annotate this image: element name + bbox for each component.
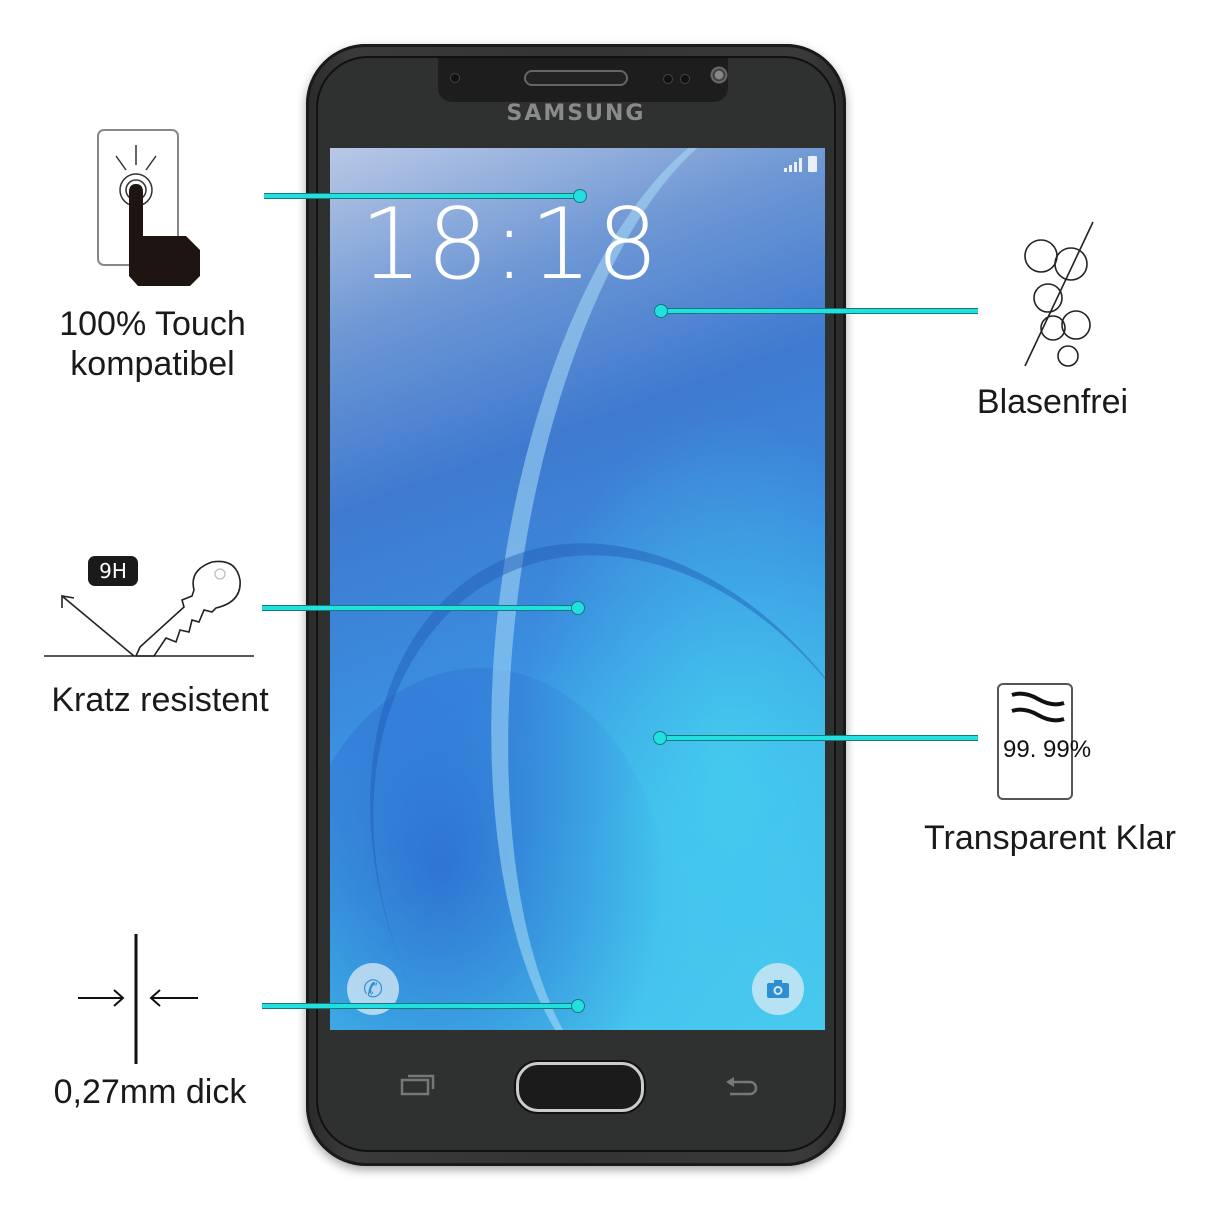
home-button[interactable]: [516, 1062, 644, 1112]
back-button[interactable]: [724, 1074, 760, 1105]
battery-icon: [808, 156, 817, 172]
back-icon: [726, 1077, 758, 1096]
brand-logo: SAMSUNG: [506, 101, 646, 126]
thickness-arrows-icon: [78, 934, 198, 1064]
feature-bubble-label: Blasenfrei: [976, 383, 1129, 421]
status-bar: [784, 156, 817, 172]
clarity-value: 99. 99%: [1003, 736, 1092, 763]
callout-dot: [653, 731, 667, 745]
transparency-icon: [997, 683, 1073, 800]
feature-thickness-label: 0,27mm dick: [53, 1073, 247, 1111]
camera-shortcut-button[interactable]: [752, 963, 804, 1015]
lockscreen-clock: 18:18: [360, 188, 663, 302]
camera-icon: [767, 980, 789, 998]
front-camera-icon: [710, 66, 728, 84]
bubbles-crossed-icon: [1024, 221, 1094, 367]
sensor-dot: [450, 73, 460, 83]
feature-touch-label: 100% Touch kompatibel: [30, 304, 275, 384]
recent-apps-icon: [400, 1074, 435, 1096]
approx-icon: [1011, 691, 1065, 723]
callout-line-scratch: [262, 605, 576, 611]
callout-dot: [571, 999, 585, 1013]
feature-touch-line1: 100% Touch: [59, 305, 246, 343]
callout-line-thickness: [262, 1003, 576, 1009]
callout-dot: [654, 304, 668, 318]
callout-dot: [571, 601, 585, 615]
phone-icon: ✆: [362, 975, 384, 1003]
recent-apps-button[interactable]: [400, 1072, 436, 1103]
phone-screen: 18:18 ✆: [330, 148, 825, 1030]
signal-icon: [784, 158, 802, 172]
sensor-dot: [680, 74, 690, 84]
sensor-dot: [663, 74, 673, 84]
key-scratch-icon: [44, 560, 254, 657]
hardness-badge: 9H: [88, 556, 138, 586]
earpiece-speaker: [524, 70, 628, 86]
callout-dot: [573, 189, 587, 203]
feature-scratch-label: Kratz resistent: [51, 681, 269, 719]
callout-line-bubble: [662, 308, 978, 314]
touch-finger-icon: [97, 129, 200, 286]
callout-line-touch: [264, 193, 578, 199]
feature-touch-line2: kompatibel: [70, 345, 235, 383]
feature-clarity-label: Transparent Klar: [924, 819, 1176, 857]
callout-line-clarity: [660, 735, 978, 741]
